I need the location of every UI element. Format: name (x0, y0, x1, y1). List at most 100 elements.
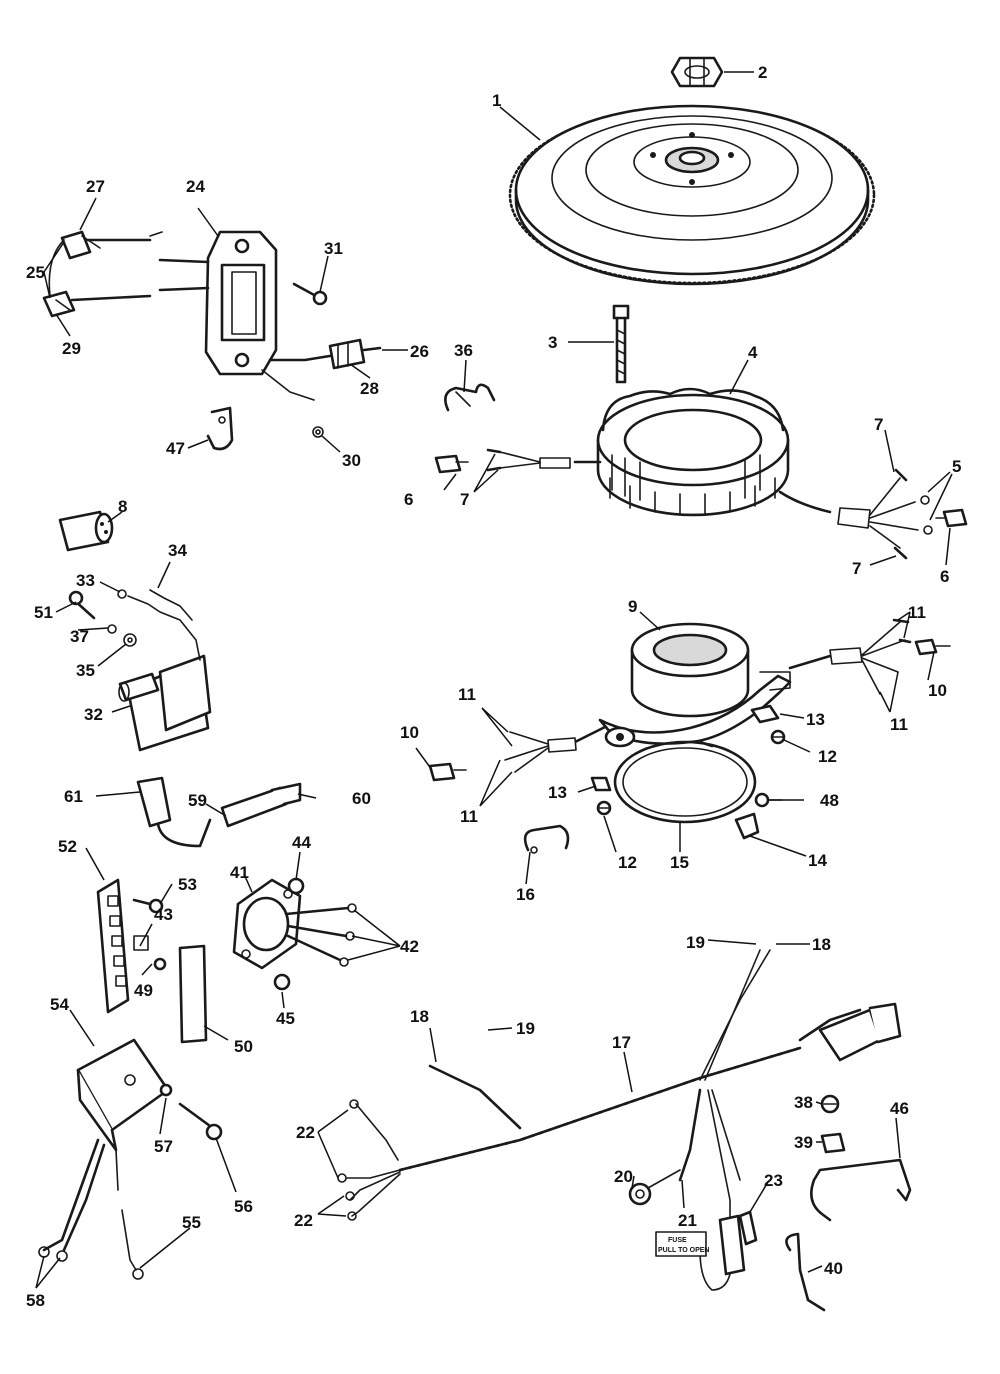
flywheel (508, 104, 876, 286)
fuse (738, 1210, 758, 1246)
callout-48: 48 (820, 791, 839, 810)
callout-23: 23 (764, 1171, 783, 1190)
spring-clip-40 (785, 1232, 826, 1312)
callout-33: 33 (76, 571, 95, 590)
callout-25: 25 (26, 263, 45, 282)
terminal-jumper (133, 935, 167, 971)
rectifier (232, 878, 357, 970)
callout-22-upper: 22 (296, 1123, 315, 1142)
bracket-screw-38 (820, 1094, 840, 1114)
callout-11-left-upper: 11 (458, 685, 476, 704)
callout-24: 24 (186, 177, 205, 196)
callout-7-left: 7 (460, 490, 469, 509)
callout-31: 31 (324, 239, 343, 258)
callout-19-right: 19 (686, 933, 705, 952)
callout-11-right-lower: 11 (890, 715, 908, 734)
callout-60: 60 (352, 789, 371, 808)
callout-10-right: 10 (928, 681, 947, 700)
bracket (734, 812, 760, 840)
callout-7-lower: 7 (852, 559, 861, 578)
wire-clip (444, 383, 496, 412)
leader-lines (35, 71, 953, 1289)
callout-55: 55 (182, 1213, 201, 1232)
callout-11-left-lower: 11 (460, 807, 478, 826)
coil-screw (68, 590, 96, 620)
fuse-tag-line2: PULL TO OPEN (658, 1247, 709, 1254)
callout-8: 8 (118, 497, 127, 516)
terminal-screw (132, 898, 164, 914)
callout-46: 46 (890, 1099, 909, 1118)
callout-13-right: 13 (806, 710, 825, 729)
callout-18-left: 18 (410, 1007, 429, 1026)
callout-40: 40 (824, 1259, 843, 1278)
callout-11-right-upper: 11 (908, 603, 926, 622)
spark-plug-boot-left (136, 776, 212, 848)
wire-clip-small (523, 824, 570, 854)
callout-43: 43 (154, 905, 173, 924)
connector-plug (328, 338, 382, 370)
callout-9: 9 (628, 597, 637, 616)
callout-12-left: 12 (618, 853, 637, 872)
retainer-46 (810, 1158, 912, 1222)
retainer-clip-right (750, 704, 780, 724)
pack-screw (292, 282, 328, 306)
retainer-screw-right (770, 729, 786, 745)
callout-59: 59 (188, 791, 207, 810)
timer-base-coil (598, 622, 792, 748)
callout-42: 42 (400, 937, 419, 956)
socket-connector (58, 510, 114, 552)
retaining-ring (613, 740, 757, 824)
coil-terminal-left (428, 762, 467, 782)
callout-53: 53 (178, 875, 197, 894)
connector-upper (60, 230, 163, 260)
callout-56: 56 (234, 1197, 253, 1216)
fuse-tag-line1: FUSE (668, 1237, 687, 1244)
callout-6-left: 6 (404, 490, 413, 509)
stator-wire-right (778, 468, 933, 560)
coil-leads (117, 589, 201, 661)
callout-57: 57 (154, 1137, 173, 1156)
retainer-screw-left (596, 800, 612, 816)
wiring-harness (398, 949, 902, 1291)
callout-37: 37 (70, 627, 89, 646)
connector-link-wire (48, 239, 65, 297)
lockwasher (312, 426, 324, 438)
callout-34: 34 (168, 541, 187, 560)
stator (596, 387, 790, 517)
callout-49: 49 (134, 981, 153, 1000)
wire-terminal-right (935, 508, 968, 528)
callout-61: 61 (64, 787, 83, 806)
callout-38: 38 (794, 1093, 813, 1112)
regulator (76, 1038, 173, 1152)
callout-21: 21 (678, 1211, 697, 1230)
callout-39: 39 (794, 1133, 813, 1152)
callout-15: 15 (670, 853, 689, 872)
coil-washer (123, 633, 137, 647)
callout-26: 26 (410, 342, 429, 361)
stator-screw (612, 304, 630, 384)
power-pack (204, 230, 278, 376)
callout-6-right: 6 (940, 567, 949, 586)
callout-17: 17 (612, 1033, 631, 1052)
terminal-block (96, 878, 130, 1014)
callout-30: 30 (342, 451, 361, 470)
callout-28: 28 (360, 379, 379, 398)
power-pack-wires (158, 258, 344, 401)
rectifier-screw-bottom (273, 973, 291, 991)
callout-51: 51 (34, 603, 53, 622)
callout-7-upper: 7 (874, 415, 883, 434)
harness-leads-left (337, 1099, 401, 1221)
callout-44: 44 (292, 833, 311, 852)
callout-14: 14 (808, 851, 827, 870)
callout-54: 54 (50, 995, 69, 1014)
wire-terminal-left (434, 454, 469, 474)
callout-10-left: 10 (400, 723, 419, 742)
callout-27: 27 (86, 177, 105, 196)
coil-terminal-right (914, 638, 951, 656)
fuse-tag: FUSE PULL TO OPEN (655, 1231, 709, 1257)
coil-lockwasher (107, 624, 117, 634)
flywheel-nut (670, 56, 724, 88)
callout-4: 4 (748, 343, 758, 362)
callout-5: 5 (952, 457, 961, 476)
